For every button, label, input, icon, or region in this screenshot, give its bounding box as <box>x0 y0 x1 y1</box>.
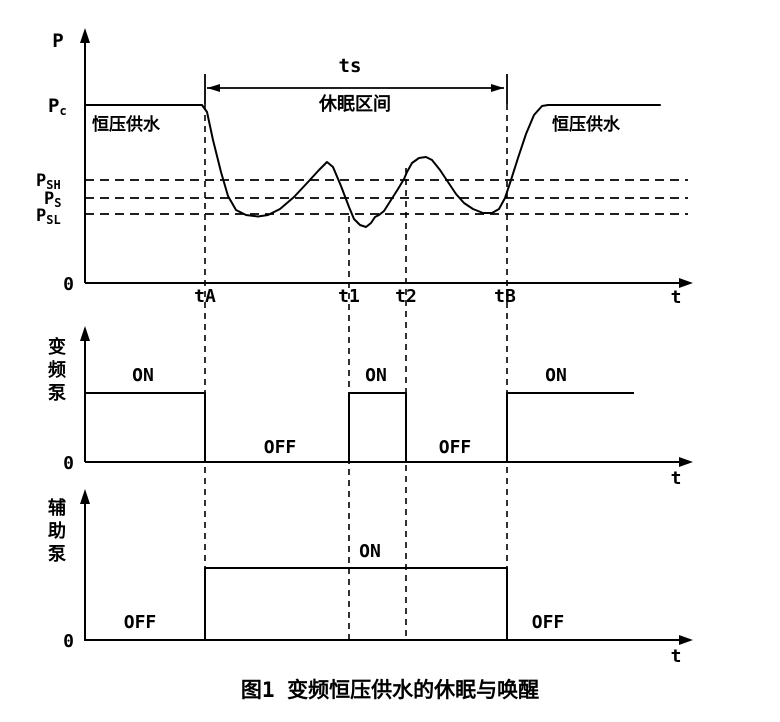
pressure-y-axis-label: P <box>52 30 63 52</box>
pressure-curve <box>84 104 661 228</box>
time-t2-label: t2 <box>395 286 417 307</box>
aux-x-axis-label: t <box>671 646 682 667</box>
vfd-pump-axis-label: 变 <box>48 336 66 358</box>
sleep-span-arrow <box>207 84 504 92</box>
psh-label: PSH <box>36 171 61 192</box>
time-t1-label: t1 <box>338 286 360 307</box>
sleep-span-label: ts <box>339 55 362 77</box>
vfd-pump-waveform <box>84 392 634 463</box>
x-axis-arrow-icon <box>679 635 693 645</box>
y-axis-arrow-icon <box>80 489 90 504</box>
ps-label: PS <box>44 189 61 210</box>
vfd-off2-label: OFF <box>439 437 472 458</box>
vfd-off1-label: OFF <box>264 437 297 458</box>
aux-on-label: ON <box>359 541 381 562</box>
vfd-pump-axis-label: 频 <box>48 359 66 381</box>
aux-off2-label: OFF <box>532 612 565 633</box>
vfd-pump-axes <box>80 326 693 467</box>
pressure-x-axis-label: t <box>671 287 682 308</box>
arrow-left-icon <box>207 84 220 92</box>
aux-off1-label: OFF <box>124 612 157 633</box>
time-ta-label: tA <box>194 286 216 307</box>
pc-label: Pc <box>48 95 67 118</box>
vfd-on3-label: ON <box>545 365 567 386</box>
aux-pump-waveform <box>84 567 508 641</box>
x-axis-arrow-icon <box>679 278 693 288</box>
aux-pump-axis-label: 泵 <box>48 544 66 565</box>
vfd-x-axis-label: t <box>671 468 682 489</box>
aux-pump-axis-label: 辅 <box>48 497 66 519</box>
aux-origin-label: 0 <box>63 631 74 652</box>
pressure-origin-label: 0 <box>63 274 74 295</box>
constant-pressure-right-label: 恒压供水 <box>552 114 621 135</box>
arrow-right-icon <box>491 84 504 92</box>
x-axis-arrow-icon <box>679 457 693 467</box>
sleep-region-label: 休眠区间 <box>318 93 391 115</box>
time-tb-label: tB <box>494 286 516 307</box>
psl-label: PSL <box>36 206 61 227</box>
y-axis-arrow-icon <box>80 28 90 43</box>
vfd-on2-label: ON <box>365 365 387 386</box>
constant-pressure-left-label: 恒压供水 <box>92 114 161 135</box>
aux-pump-axis-label: 助 <box>48 520 66 542</box>
pressure-axes <box>80 28 693 288</box>
event-vertical-lines <box>204 74 508 640</box>
vfd-pump-axis-label: 泵 <box>48 383 66 404</box>
pressure-threshold-lines <box>85 179 688 215</box>
y-axis-arrow-icon <box>80 326 90 341</box>
figure-caption: 图1 变频恒压供水的休眠与唤醒 <box>241 678 539 702</box>
vfd-on1-label: ON <box>132 365 154 386</box>
vfd-origin-label: 0 <box>63 453 74 474</box>
